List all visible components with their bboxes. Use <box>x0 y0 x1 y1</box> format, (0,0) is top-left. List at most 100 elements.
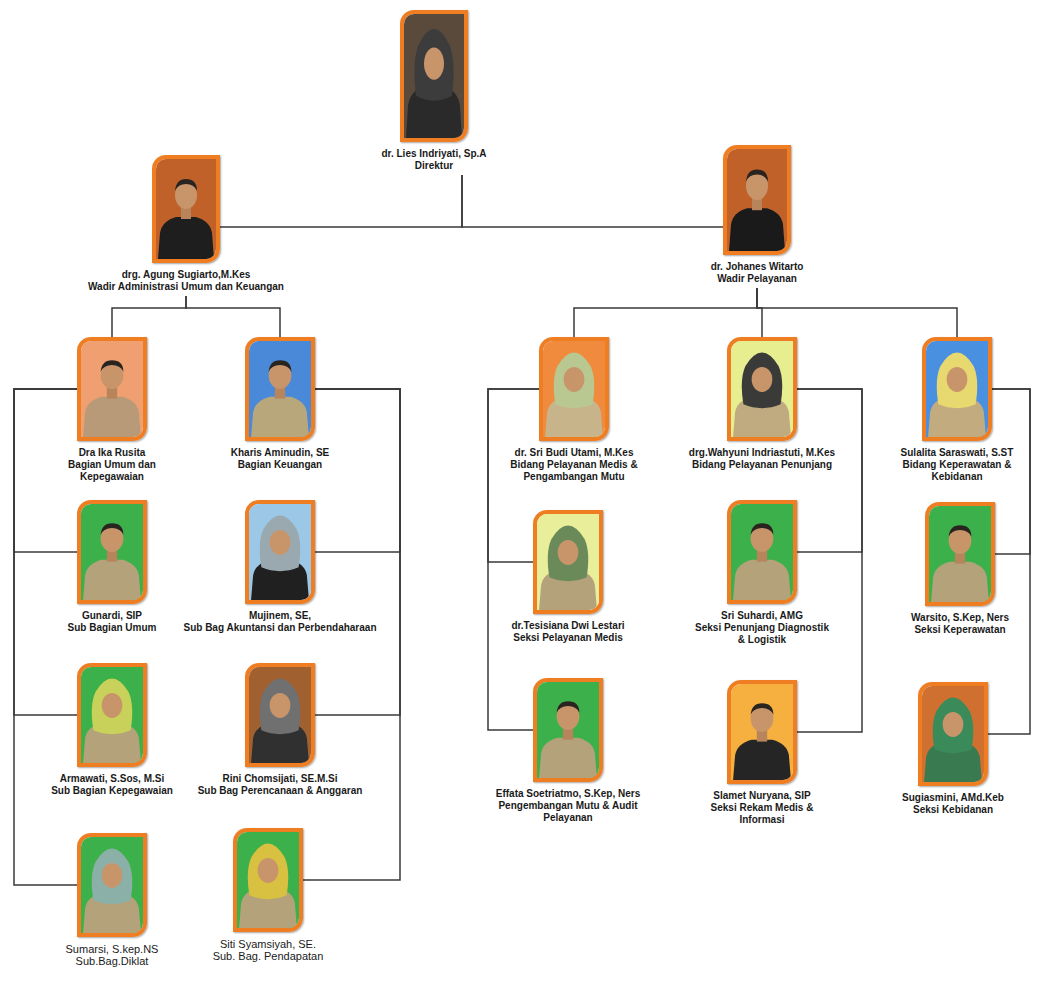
position-title: Sub Bagian Umum <box>52 622 172 634</box>
org-connector <box>220 175 462 227</box>
org-connector <box>315 389 400 715</box>
person-name: Sugiasmini, AMd.Keb <box>890 792 1016 804</box>
portrait <box>731 341 793 437</box>
position-title: Bidang Pelayanan Medis & Pengambangan Mu… <box>499 459 649 483</box>
person-name: Armawati, S.Sos, M.Si <box>37 773 187 785</box>
org-connector <box>186 296 280 337</box>
portrait <box>81 837 143 933</box>
portrait <box>922 686 984 782</box>
person-name: Sumarsi, S.kep.NS <box>47 943 177 955</box>
portrait <box>249 504 311 600</box>
position-title: Seksi Kebidanan <box>890 804 1016 816</box>
position-title: Bidang Pelayanan Penunjang <box>675 459 850 471</box>
person-node: drg.Wahyuni Indriastuti, M.KesBidang Pel… <box>675 337 850 471</box>
person-node: Sugiasmini, AMd.KebSeksi Kebidanan <box>890 682 1016 816</box>
org-connector <box>462 175 723 227</box>
portrait <box>81 667 143 763</box>
position-title: Sub. Bag. Pendapatan <box>198 950 338 962</box>
position-title: Pengembangan Mutu & Audit Pelayanan <box>478 800 658 824</box>
person-name: drg.Wahyuni Indriastuti, M.Kes <box>675 447 850 459</box>
portrait <box>543 341 605 437</box>
person-node: Effata Soetriatmo, S.Kep, NersPengembang… <box>478 678 658 824</box>
portrait-frame <box>727 500 797 604</box>
position-title: Wadir Pelayanan <box>692 273 822 285</box>
portrait <box>81 341 143 437</box>
person-node: Mujinem, SE,Sub Bag Akuntansi dan Perben… <box>164 500 396 634</box>
portrait-frame <box>77 500 147 604</box>
position-title: Direktur <box>359 160 509 172</box>
person-node: drg. Agung Sugiarto,M.KesWadir Administr… <box>74 155 299 293</box>
org-connector <box>757 288 957 337</box>
person-name: Siti Syamsiyah, SE. <box>198 938 338 950</box>
person-node: Rini Chomsijati, SE.M.SiSub Bag Perencan… <box>178 663 383 797</box>
person-name: Mujinem, SE, <box>164 610 396 622</box>
portrait-frame <box>727 337 797 441</box>
person-name: dr. Johanes Witarto <box>692 261 822 273</box>
portrait-frame <box>539 337 609 441</box>
portrait-frame <box>77 663 147 767</box>
person-node: Kharis Aminudin, SEBagian Keuangan <box>215 337 345 471</box>
person-node: Sulalita Saraswati, S.STBidang Keperawat… <box>894 337 1020 483</box>
portrait <box>731 684 793 780</box>
position-title: Seksi Penunjang Diagnostik & Logistik <box>692 622 832 646</box>
portrait-frame <box>233 828 303 932</box>
person-name: Rini Chomsijati, SE.M.Si <box>178 773 383 785</box>
person-name: dr. Sri Budi Utami, M.Kes <box>499 447 649 459</box>
person-name: dr.Tesisiana Dwi Lestari <box>493 620 643 632</box>
portrait <box>237 832 299 928</box>
portrait-frame <box>77 833 147 937</box>
person-name: Warsito, S.Kep, Ners <box>897 612 1023 624</box>
portrait-frame <box>245 337 315 441</box>
position-title: Seksi Rekam Medis & Informasi <box>692 802 832 826</box>
person-node: dr.Tesisiana Dwi LestariSeksi Pelayanan … <box>493 510 643 644</box>
portrait-frame <box>533 678 603 782</box>
person-name: drg. Agung Sugiarto,M.Kes <box>74 269 299 281</box>
portrait-frame <box>152 155 220 263</box>
portrait <box>727 149 787 251</box>
person-node: Slamet Nuryana, SIPSeksi Rekam Medis & I… <box>692 680 832 826</box>
org-connector <box>992 389 1030 554</box>
portrait-frame <box>727 680 797 784</box>
person-node: Sumarsi, S.kep.NSSub.Bag.Diklat <box>47 833 177 967</box>
position-title: Bagian Keuangan <box>215 459 345 471</box>
person-node: Armawati, S.Sos, M.SiSub Bagian Kepegawa… <box>37 663 187 797</box>
portrait-frame <box>400 10 468 142</box>
position-title: Seksi Pelayanan Medis <box>493 632 643 644</box>
person-name: Dra Ika Rusita <box>37 447 187 459</box>
org-connector <box>574 288 757 337</box>
org-connector <box>14 389 77 552</box>
person-node: dr. Johanes WitartoWadir Pelayanan <box>692 145 822 285</box>
org-connector <box>14 389 77 885</box>
portrait <box>81 504 143 600</box>
position-title: Sub Bag Akuntansi dan Perbendaharaan <box>164 622 396 634</box>
person-name: Sri Suhardi, AMG <box>692 610 832 622</box>
person-node: Warsito, S.Kep, NersSeksi Keperawatan <box>897 502 1023 636</box>
portrait <box>249 341 311 437</box>
portrait <box>404 14 464 138</box>
position-title: Sub Bagian Kepegawaian <box>37 785 187 797</box>
org-connector <box>112 296 186 337</box>
portrait <box>156 159 216 259</box>
person-name: Effata Soetriatmo, S.Kep, Ners <box>478 788 658 800</box>
person-node: dr. Sri Budi Utami, M.KesBidang Pelayana… <box>499 337 649 483</box>
portrait <box>249 667 311 763</box>
position-title: Wadir Administrasi Umum dan Keuangan <box>74 281 299 293</box>
person-name: Gunardi, SIP <box>52 610 172 622</box>
portrait-frame <box>922 337 992 441</box>
position-title: Sub.Bag.Diklat <box>47 955 177 967</box>
person-node: dr. Lies Indriyati, Sp.ADirektur <box>359 10 509 172</box>
org-connector <box>797 389 862 552</box>
person-node: Gunardi, SIPSub Bagian Umum <box>52 500 172 634</box>
org-connector <box>797 389 862 732</box>
portrait <box>926 341 988 437</box>
person-node: Sri Suhardi, AMGSeksi Penunjang Diagnost… <box>692 500 832 646</box>
person-name: Sulalita Saraswati, S.ST <box>894 447 1020 459</box>
person-name: Kharis Aminudin, SE <box>215 447 345 459</box>
person-node: Siti Syamsiyah, SE.Sub. Bag. Pendapatan <box>198 828 338 962</box>
person-name: dr. Lies Indriyati, Sp.A <box>359 148 509 160</box>
org-connector <box>14 389 77 715</box>
portrait <box>537 682 599 778</box>
portrait-frame <box>925 502 995 606</box>
portrait-frame <box>245 500 315 604</box>
